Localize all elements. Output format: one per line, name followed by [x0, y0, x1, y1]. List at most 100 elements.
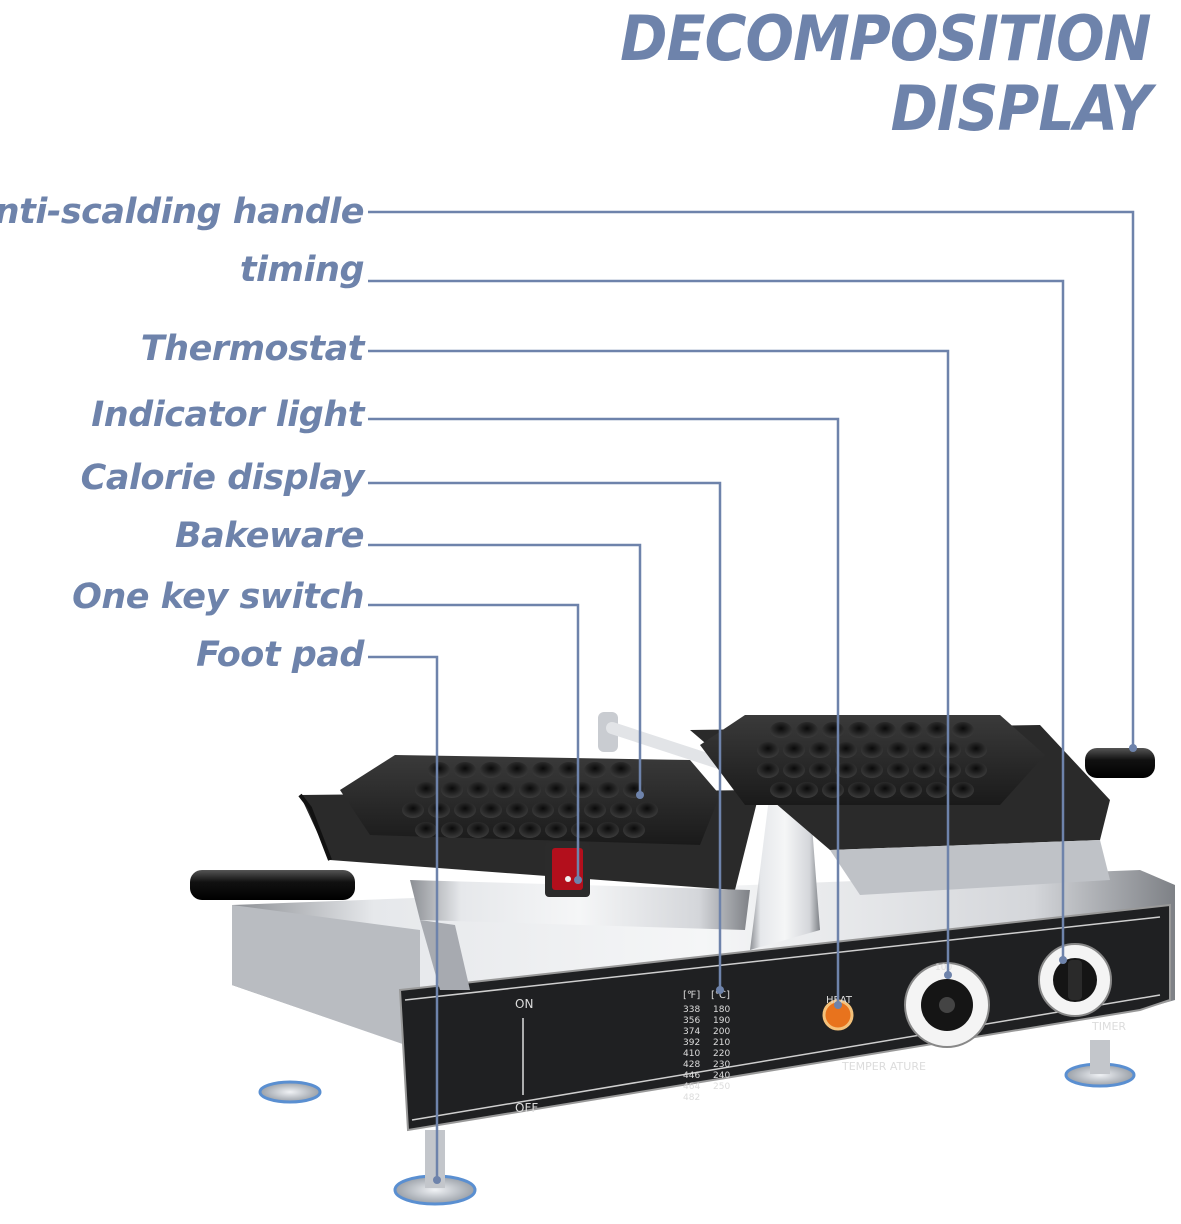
- bakeware-hole: [848, 782, 870, 798]
- unit-c: [℃]: [711, 990, 730, 1001]
- bakeware-hole: [532, 802, 554, 818]
- unit-f: [℉]: [683, 990, 700, 1001]
- fahrenheit-value: 410: [683, 1049, 700, 1059]
- bakeware-hole: [454, 762, 476, 778]
- bakeware-hole: [965, 742, 987, 758]
- bakeware-hole: [506, 762, 528, 778]
- bakeware-hole: [467, 822, 489, 838]
- celsius-value: 230: [713, 1060, 730, 1070]
- bakeware-hole: [809, 742, 831, 758]
- label-calorie-display: Calorie display: [80, 458, 365, 498]
- bakeware-hole: [610, 802, 632, 818]
- bakeware-hole: [913, 742, 935, 758]
- bakeware-hole: [480, 802, 502, 818]
- leader-indicator-light: [368, 417, 840, 1005]
- bakeware-holes-left: [402, 762, 658, 838]
- title-line-2: DISPLAY: [890, 72, 1152, 145]
- bakeware-hole: [770, 782, 792, 798]
- label-indicator-light: Indicator light: [91, 395, 364, 435]
- fahrenheit-value: 428: [683, 1060, 700, 1070]
- bakeware-hole: [900, 722, 922, 738]
- bakeware-hole: [939, 742, 961, 758]
- bakeware-hole: [532, 762, 554, 778]
- celsius-value: 180: [713, 1005, 730, 1015]
- bakeware-hole: [926, 782, 948, 798]
- celsius-value: 250: [713, 1082, 730, 1092]
- bakeware-hole: [467, 782, 489, 798]
- fahrenheit-value: 374: [683, 1027, 700, 1037]
- bakeware-hole: [952, 782, 974, 798]
- handle-right: [1085, 748, 1155, 778]
- switch-on-label: ON: [515, 997, 533, 1011]
- fahrenheit-value: 482: [683, 1093, 700, 1103]
- fahrenheit-value: 338: [683, 1005, 700, 1015]
- fahrenheit-value: 356: [683, 1016, 700, 1026]
- leader-foot-pad: [368, 655, 439, 1180]
- bakeware-hole: [571, 822, 593, 838]
- celsius-value: 240: [713, 1071, 730, 1081]
- leader-bakeware: [368, 543, 642, 795]
- bakeware-hole: [965, 762, 987, 778]
- heat-label: HEAT: [826, 995, 853, 1006]
- leader-timing: [368, 279, 1065, 960]
- label-foot-pad: Foot pad: [196, 635, 364, 675]
- label-timing: timing: [239, 250, 365, 290]
- fahrenheit-value: 464: [683, 1082, 700, 1092]
- fahrenheit-value: 392: [683, 1038, 700, 1048]
- bakeware-hole: [545, 782, 567, 798]
- title-line-1: DECOMPOSITION: [620, 2, 1152, 75]
- dial-mark: 100: [935, 963, 952, 973]
- celsius-value: 220: [713, 1049, 730, 1059]
- bakeware-hole: [874, 782, 896, 798]
- fahrenheit-value: 446: [683, 1071, 700, 1081]
- bakeware-hole: [900, 782, 922, 798]
- calorie-display-table: 3383563743924104284464644821801902002102…: [683, 1005, 730, 1103]
- bakeware-hole: [848, 722, 870, 738]
- bakeware-hole: [428, 762, 450, 778]
- temperature-label: TEMPER ATURE: [841, 1060, 926, 1073]
- bakeware-hole: [402, 802, 424, 818]
- bakeware-hole: [623, 822, 645, 838]
- bakeware-hole: [861, 742, 883, 758]
- celsius-value: 200: [713, 1027, 730, 1037]
- bakeware-hole: [783, 742, 805, 758]
- bakeware-hole: [571, 782, 593, 798]
- label-one-key-switch: One key switch: [72, 577, 364, 617]
- leader-anti-scalding-handle: [368, 210, 1135, 748]
- leader-calorie-display: [368, 481, 722, 990]
- bakeware-hole: [558, 802, 580, 818]
- bakeware-hole: [952, 722, 974, 738]
- label-bakeware: Bakeware: [174, 516, 365, 556]
- timer-label: TIMER: [1091, 1020, 1126, 1033]
- switch-off-label: OFF: [515, 1101, 538, 1115]
- bakeware-hole: [770, 722, 792, 738]
- bakeware-hole: [861, 762, 883, 778]
- label-anti-scalding-handle: Anti-scalding handle: [0, 192, 364, 232]
- bakeware-hole: [519, 822, 541, 838]
- bakeware-hole: [887, 742, 909, 758]
- bakeware-hole: [796, 722, 818, 738]
- bakeware-hole: [558, 762, 580, 778]
- bakeware-hole: [757, 762, 779, 778]
- bakeware-hole: [913, 762, 935, 778]
- bakeware-hole: [493, 782, 515, 798]
- bakeware-hole: [584, 802, 606, 818]
- bakeware-hole: [757, 742, 779, 758]
- bakeware-hole: [835, 762, 857, 778]
- bakeware-hole: [874, 722, 896, 738]
- bakeware-hole: [887, 762, 909, 778]
- bakeware-hole: [584, 762, 606, 778]
- bakeware-hole: [835, 742, 857, 758]
- bakeware-hole: [939, 762, 961, 778]
- bakeware-hole: [926, 722, 948, 738]
- bakeware-hole: [415, 782, 437, 798]
- bakeware-hole: [610, 762, 632, 778]
- bakeware-hole: [796, 782, 818, 798]
- control-panel: [398, 903, 1171, 1132]
- celsius-value: 190: [713, 1016, 730, 1026]
- bakeware-hole: [545, 822, 567, 838]
- bakeware-hole: [597, 822, 619, 838]
- bakeware-hole: [428, 802, 450, 818]
- bakeware-hole: [636, 802, 658, 818]
